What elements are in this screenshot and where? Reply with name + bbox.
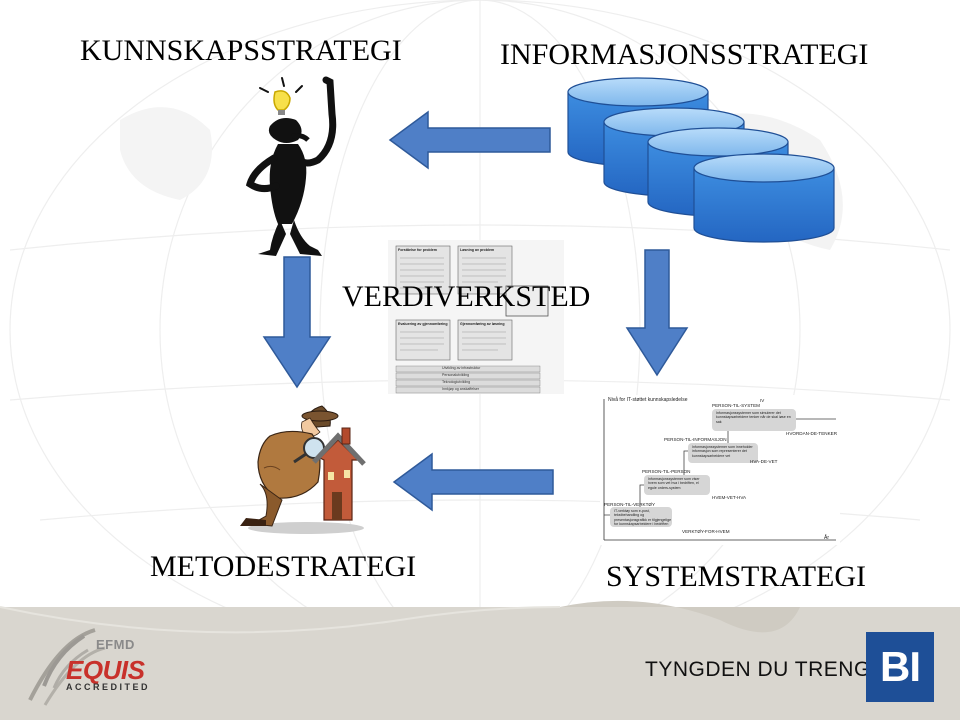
x-axis-label: År (824, 535, 829, 541)
level4-num: IV (760, 398, 765, 403)
database-cylinders-icon (567, 77, 835, 243)
metodestrategi-title: METODESTRATEGI (150, 550, 417, 583)
verdiverksted-title: VERDIVERKSTED (342, 280, 591, 313)
level4-title: PERSON-TIL-SYSTEM (712, 403, 760, 408)
level1-tag: VERKTØY-FOR-HVEM (682, 529, 730, 534)
level4-desc: Informasjonssystemer som simulerer det k… (716, 411, 791, 424)
level1-desc: IT-verktøy som e-post, tekstbehandling o… (614, 509, 672, 527)
arrow-down-left (262, 256, 332, 389)
level3-desc: Informasjonssystemer som inneholder info… (692, 445, 753, 458)
accredited-label: ACCREDITED (66, 682, 151, 692)
level4-tag: HVORDAN-DE-TENKER (786, 431, 838, 436)
thinker-figure-icon (245, 76, 337, 256)
bi-tagline: TYNGDEN DU TRENGER (645, 658, 901, 681)
level2-tag: HVEM-VET-HVA (712, 495, 747, 500)
bar1-label: Utvikling av infrastruktur (442, 366, 481, 370)
level1-title: PERSON-TIL-VERKTØY (604, 502, 656, 507)
level3-tag: HVA-DE-VET (750, 459, 778, 464)
box4-title: Gjennomføring av løsning (460, 322, 505, 326)
bar4-label: Innkjøp og anskaffelser (442, 387, 480, 391)
level3-title: PERSON-TIL-INFORMASJON (664, 437, 727, 442)
box1-title: Forståelse for problem (398, 248, 437, 252)
systemstrategi-title: SYSTEMSTRATEGI (606, 560, 867, 593)
arrow-left-bottom (392, 452, 554, 512)
detective-house-icon (240, 405, 366, 534)
box3-title: Evaluering av gjennomføring (398, 322, 448, 326)
informasjonsstrategi-title: INFORMASJONSSTRATEGI (500, 38, 869, 71)
footer-curve (0, 600, 960, 720)
arrow-down-right (625, 249, 689, 377)
it-support-levels-diagram: Nivå for IT-støttet kunnskapsledelse År … (600, 395, 840, 545)
level2-desc: Informasjonssystemer som viser hvem som … (648, 477, 700, 490)
level2-title: PERSON-TIL-PERSON (642, 469, 691, 474)
y-axis-label: Nivå for IT-støttet kunnskapsledelse (608, 397, 688, 403)
arrow-left-top (388, 110, 551, 170)
bi-logo: BI (866, 632, 934, 702)
kunnskapsstrategi-title: KUNNSKAPSSTRATEGI (80, 34, 402, 67)
efmd-label: EFMD (96, 637, 135, 652)
efmd-swoosh-icon (42, 634, 89, 689)
bar2-label: Personalutvikling (442, 373, 470, 377)
bar3-label: Teknologiutvikling (442, 380, 471, 384)
equis-logo-text: EQUIS (66, 655, 145, 685)
box2-title: Løsning av problem (460, 248, 495, 252)
verdiverksted-diagram: Forståelse for problem Løsning av proble… (388, 240, 564, 394)
